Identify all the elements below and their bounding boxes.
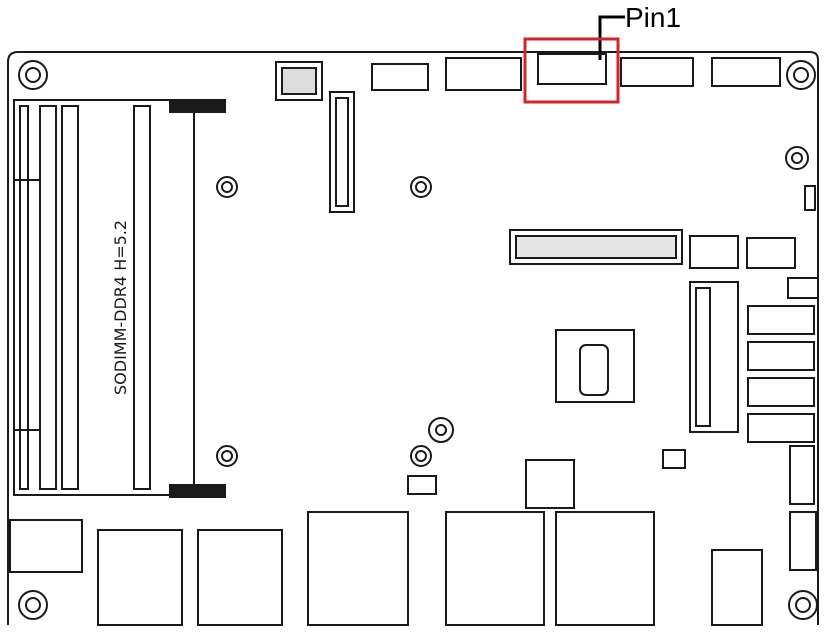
board-outline: [7, 51, 819, 625]
pin1-leader: [598, 15, 625, 60]
sodimm-socket: [13, 99, 226, 498]
connector-top-1: [371, 53, 781, 91]
m2-slot-top: [329, 91, 355, 213]
b2b-connector: [509, 229, 683, 265]
pin1-highlight: [523, 37, 620, 104]
io-bottom: [9, 511, 763, 626]
sim-socket: [555, 329, 635, 403]
sodimm-label: SODIMM-DDR4 H=5.2: [111, 220, 130, 395]
header-top-left: [275, 61, 323, 101]
headers-right: [689, 185, 819, 299]
pin1-label: Pin1: [625, 2, 682, 33]
connectors-right: [407, 305, 817, 571]
mounting-holes: [18, 60, 818, 620]
m2-slot-side: [689, 281, 739, 433]
